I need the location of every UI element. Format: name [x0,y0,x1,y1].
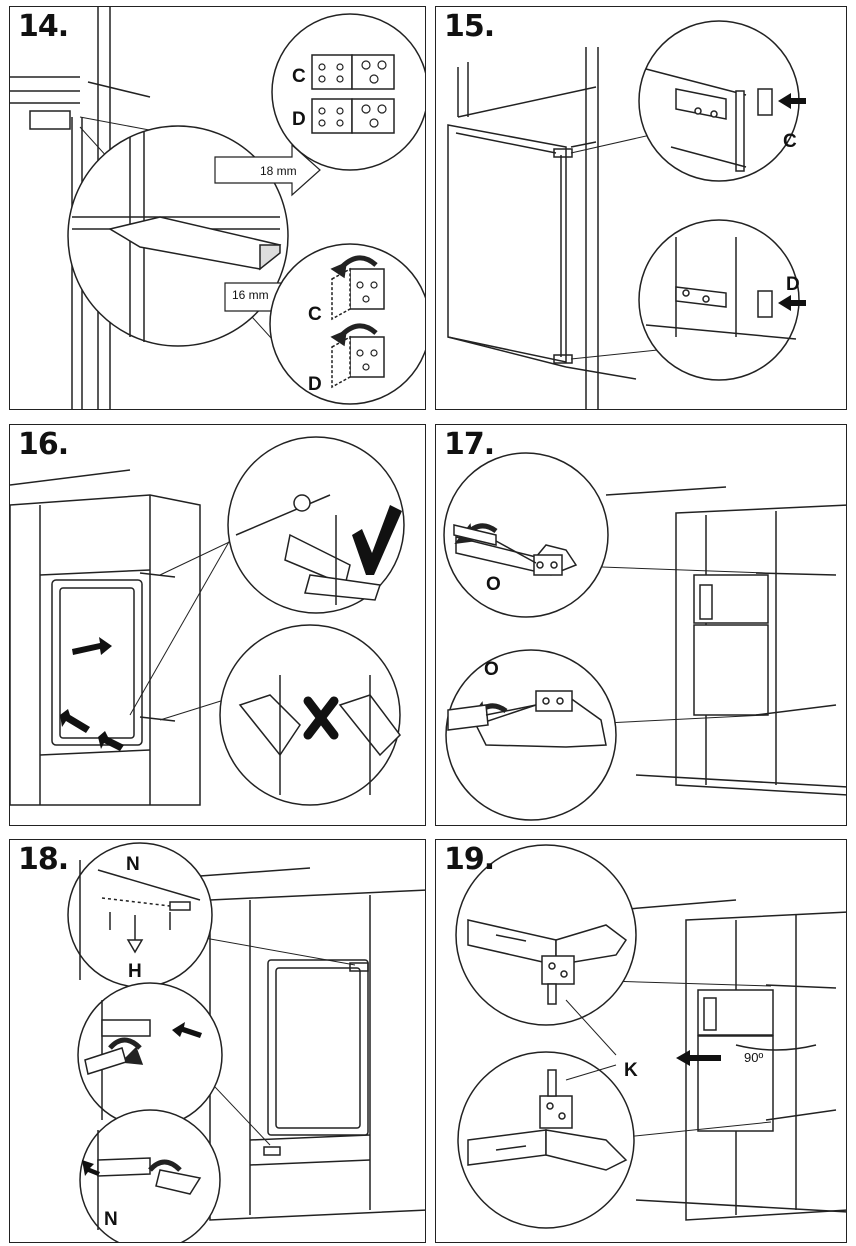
lower-hinge-zoom [638,219,800,381]
lower-hinge-k-zoom [457,1051,635,1229]
hinge-rotation-zoom [269,243,425,405]
label-n-top: N [126,854,140,875]
hinge-plates-zoom [271,13,425,171]
bottom-hinge-zoom [79,1109,221,1242]
label-d-bottom: D [308,374,322,395]
step-18-illustration: N H N [67,842,425,1242]
step-16-panel: 16. [9,424,426,826]
step-14-illustration: 18 mm 16 mm C D [10,7,425,409]
step-15-panel: 15. C [435,6,847,410]
dimension-label-bottom: 16 mm [232,288,269,302]
step-17-illustration: O O [443,452,846,821]
arrow-icon [60,637,124,751]
step-number: 19. [444,842,495,877]
label-o-top: O [486,574,501,595]
step-19-panel: 19. 90º [435,839,847,1243]
screwdriver-icon [453,524,537,564]
step-19-illustration: 90º K [455,844,846,1229]
step-number: 16. [18,427,69,462]
check-mark-icon [352,505,402,575]
top-hinge-adjust-zoom [443,452,609,618]
step-number: 14. [18,9,69,44]
arrow-icon [778,93,806,109]
step-15-illustration: C D [447,20,806,409]
step-17-panel: 17. O [435,424,847,826]
arrow-icon [676,1050,721,1066]
upper-hinge-k-zoom [455,844,637,1026]
label-c-bottom: C [308,304,322,325]
arrow-icon [82,1160,100,1176]
step-16-illustration [10,436,405,806]
bottom-hinge-adjust-zoom [445,649,617,821]
arrow-icon [778,295,806,311]
step-number: 17. [444,427,495,462]
label-k: K [624,1060,638,1081]
label-d: D [786,274,800,295]
cross-mark-icon [303,696,339,740]
label-d-top: D [292,109,306,130]
template-removal-zoom [67,842,213,988]
step-18-panel: 18. N H [9,839,426,1243]
arrow-icon [172,1022,202,1038]
incorrect-hinge-zoom [219,624,401,806]
dimension-label-top: 18 mm [260,164,297,178]
step-14-panel: 14. 18 mm 16 mm [9,6,426,410]
label-o-bottom: O [484,659,499,680]
label-n-bottom: N [104,1209,118,1230]
label-c: C [783,131,797,152]
label-h: H [128,961,142,982]
step-number: 15. [444,9,495,44]
screwdriver-icon [447,704,537,731]
angle-label: 90º [744,1050,763,1065]
step-number: 18. [18,842,69,877]
upper-hinge-zoom [638,20,800,182]
label-c-top: C [292,66,306,87]
lower-hinge-screw-zoom [77,982,223,1128]
correct-hinge-zoom [227,436,405,614]
screwdriver-icon [84,1047,127,1075]
